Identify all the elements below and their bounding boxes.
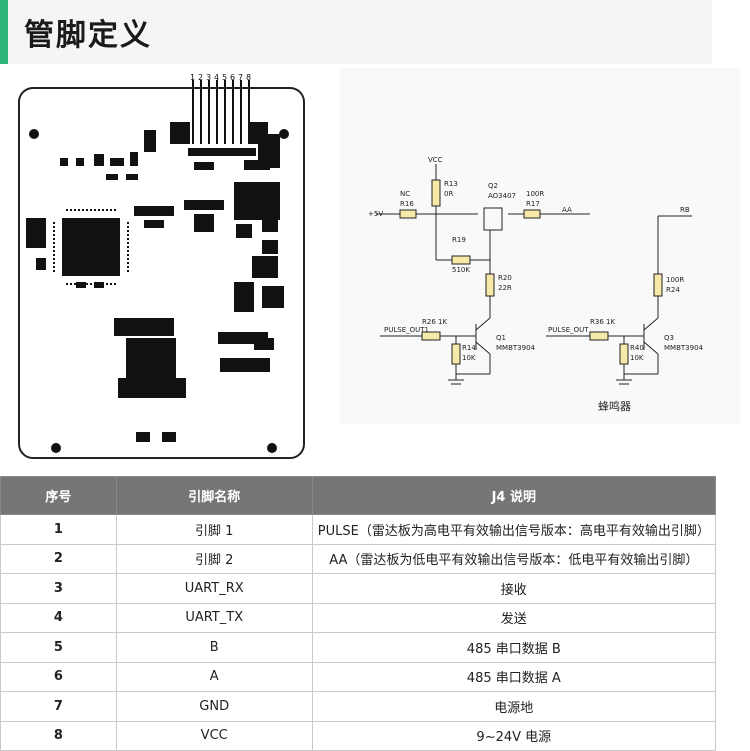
schematic-svg: VCC R13 0R Q2 AO3407 100R R17 AA NC R16 … <box>368 156 704 413</box>
svg-text:蜂鸣器: 蜂鸣器 <box>598 399 631 413</box>
cell-description: 电源地 <box>311 691 717 722</box>
svg-text:+5V: +5V <box>368 210 383 218</box>
svg-text:6: 6 <box>230 73 235 82</box>
svg-text:PULSE_OUT1: PULSE_OUT1 <box>384 326 429 334</box>
svg-text:510K: 510K <box>452 266 470 274</box>
svg-text:8: 8 <box>246 73 251 82</box>
table-row: 3 UART_RX 接收 <box>0 573 717 604</box>
svg-text:R13: R13 <box>444 180 458 188</box>
svg-text:0R: 0R <box>444 190 453 198</box>
svg-text:1K: 1K <box>606 318 615 326</box>
cell-seq: 8 <box>0 720 117 751</box>
schematic-image: VCC R13 0R Q2 AO3407 100R R17 AA NC R16 … <box>340 68 740 424</box>
cell-seq: 6 <box>0 661 117 692</box>
cell-description: 9~24V 电源 <box>311 720 717 751</box>
col-header-seq: 序号 <box>0 476 117 515</box>
cell-pin-name: B <box>115 632 313 663</box>
svg-text:VCC: VCC <box>428 156 443 164</box>
cell-description: PULSE（雷达板为高电平有效输出信号版本：高电平有效输出引脚） <box>311 514 717 545</box>
cell-pin-name: 引脚 1 <box>115 514 313 545</box>
cell-pin-name: UART_TX <box>115 602 313 633</box>
cell-seq: 3 <box>0 573 117 604</box>
svg-text:R16: R16 <box>400 200 414 208</box>
svg-text:PULSE_OUT: PULSE_OUT <box>548 326 589 334</box>
svg-text:R14: R14 <box>462 344 476 352</box>
svg-text:100R: 100R <box>526 190 544 198</box>
col-header-description: J4 说明 <box>311 476 717 515</box>
table-row: 8 VCC 9~24V 电源 <box>0 720 717 751</box>
cell-pin-name: 引脚 2 <box>115 543 313 574</box>
svg-text:R20: R20 <box>498 274 512 282</box>
svg-text:MMBT3904: MMBT3904 <box>664 344 704 352</box>
pin-definition-table: 序号 引脚名称 J4 说明 1 引脚 1 PULSE（雷达板为高电平有效输出信号… <box>0 476 717 751</box>
cell-pin-name: VCC <box>115 720 313 751</box>
svg-text:R19: R19 <box>452 236 466 244</box>
svg-text:1K: 1K <box>438 318 447 326</box>
svg-text:Q1: Q1 <box>496 334 506 342</box>
svg-text:R24: R24 <box>666 286 680 294</box>
table-row: 4 UART_TX 发送 <box>0 602 717 633</box>
svg-text:R36: R36 <box>590 318 604 326</box>
svg-text:3: 3 <box>206 73 211 82</box>
svg-text:Q2: Q2 <box>488 182 498 190</box>
svg-text:NC: NC <box>400 190 410 198</box>
pcb-board-svg: 1 2 3 4 5 6 7 8 <box>18 73 305 459</box>
svg-text:R40: R40 <box>630 344 644 352</box>
cell-description: AA（雷达板为低电平有效输出信号版本：低电平有效输出引脚） <box>311 543 717 574</box>
table-row: 6 A 485 串口数据 A <box>0 661 717 692</box>
svg-text:Q3: Q3 <box>664 334 674 342</box>
cell-seq: 7 <box>0 691 117 722</box>
cell-pin-name: GND <box>115 691 313 722</box>
svg-text:4: 4 <box>214 73 219 82</box>
section-header: 管脚定义 <box>0 0 712 64</box>
svg-text:2: 2 <box>198 73 203 82</box>
cell-seq: 2 <box>0 543 117 574</box>
cell-pin-name: UART_RX <box>115 573 313 604</box>
cell-description: 485 串口数据 B <box>311 632 717 663</box>
cell-seq: 4 <box>0 602 117 633</box>
cell-description: 485 串口数据 A <box>311 661 717 692</box>
svg-text:MMBT3904: MMBT3904 <box>496 344 536 352</box>
table-row: 5 B 485 串口数据 B <box>0 632 717 663</box>
svg-text:5: 5 <box>222 73 227 82</box>
table-row: 2 引脚 2 AA（雷达板为低电平有效输出信号版本：低电平有效输出引脚） <box>0 543 717 574</box>
col-header-pin-name: 引脚名称 <box>115 476 313 515</box>
svg-text:7: 7 <box>238 73 243 82</box>
cell-description: 接收 <box>311 573 717 604</box>
table-header-row: 序号 引脚名称 J4 说明 <box>0 476 717 515</box>
table-row: 7 GND 电源地 <box>0 691 717 722</box>
page-title: 管脚定义 <box>24 18 152 53</box>
header-accent-bar <box>0 0 8 64</box>
pcb-board-image: 1 2 3 4 5 6 7 8 <box>14 72 314 464</box>
cell-seq: 5 <box>0 632 117 663</box>
svg-text:RB: RB <box>680 206 690 214</box>
table-row: 1 引脚 1 PULSE（雷达板为高电平有效输出信号版本：高电平有效输出引脚） <box>0 514 717 545</box>
cell-description: 发送 <box>311 602 717 633</box>
svg-text:10K: 10K <box>462 354 476 362</box>
svg-text:1: 1 <box>190 73 195 82</box>
cell-pin-name: A <box>115 661 313 692</box>
cell-seq: 1 <box>0 514 117 545</box>
svg-text:22R: 22R <box>498 284 512 292</box>
svg-text:R26: R26 <box>422 318 436 326</box>
svg-text:R17: R17 <box>526 200 540 208</box>
svg-text:10K: 10K <box>630 354 644 362</box>
svg-text:AA: AA <box>562 206 572 214</box>
svg-text:AO3407: AO3407 <box>488 192 516 200</box>
svg-text:100R: 100R <box>666 276 684 284</box>
